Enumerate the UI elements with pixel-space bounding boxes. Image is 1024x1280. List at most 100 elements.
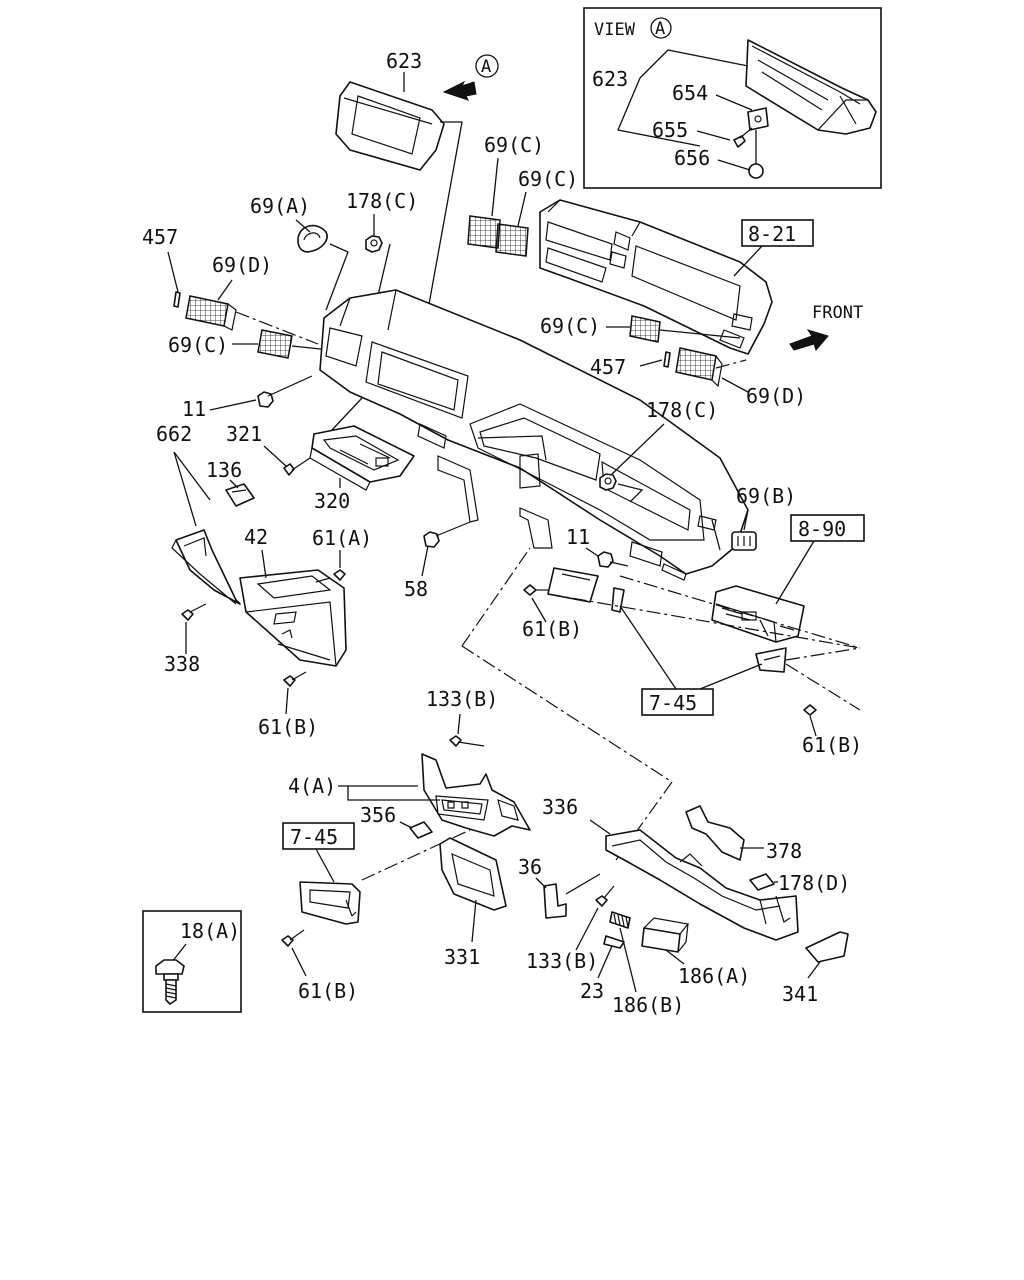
dashboard-main — [319, 289, 749, 581]
cover-623 — [335, 81, 445, 171]
spring-186b — [609, 911, 631, 929]
inset-18a: 18(A) — [142, 910, 242, 1013]
label-61b-mid: 61(B) — [522, 617, 582, 641]
label-457-right: 457 — [590, 355, 626, 379]
label-69c-top1: 69(C) — [484, 133, 544, 157]
center-panel-4a — [421, 753, 531, 837]
inset-bracket-654 — [747, 107, 769, 131]
screw-58 — [423, 521, 471, 548]
view-a-title: VIEW — [594, 20, 636, 40]
lower-cover-662 — [171, 529, 241, 605]
nut-178c-mid — [599, 473, 617, 491]
label-336: 336 — [542, 795, 578, 819]
pocket-320 — [309, 425, 415, 491]
screw-61b-left — [283, 675, 296, 687]
screw-11-mid — [597, 551, 629, 568]
label-61b-bottom: 61(B) — [298, 979, 358, 1003]
label-69d-left: 69(D) — [212, 253, 272, 277]
label-18a: 18(A) — [180, 919, 240, 943]
clip-136 — [225, 483, 255, 507]
vent-69c-left — [257, 329, 293, 359]
label-331: 331 — [444, 945, 480, 969]
label-338: 338 — [164, 652, 200, 676]
label-623-inset: 623 — [592, 67, 628, 91]
label-186a: 186(A) — [678, 964, 750, 988]
label-178c-mid: 178(C) — [646, 398, 718, 422]
label-186b: 186(B) — [612, 993, 684, 1017]
ref-8-21: 8-21 — [748, 222, 796, 246]
bracket-378 — [685, 805, 745, 861]
label-655: 655 — [652, 118, 688, 142]
label-133b-bottom: 133(B) — [526, 949, 598, 973]
screw-61b-mid — [523, 584, 537, 596]
label-320: 320 — [314, 489, 350, 513]
inset-screw-655 — [733, 135, 746, 148]
lower-console-336 — [605, 829, 799, 941]
label-623: 623 — [386, 49, 422, 73]
vent-69c-top-right — [495, 223, 529, 257]
label-457-left: 457 — [142, 225, 178, 249]
clip-23 — [603, 935, 625, 949]
box-186a — [641, 917, 690, 953]
label-69c-right: 69(C) — [540, 314, 600, 338]
bracket-right — [755, 647, 787, 673]
inset-cover-part — [745, 39, 877, 135]
arrow-a-marker: A — [481, 57, 491, 77]
label-69c-top2: 69(C) — [518, 167, 578, 191]
cluster-hood — [539, 199, 773, 355]
bracket-mid — [547, 567, 625, 613]
label-662: 662 — [156, 422, 192, 446]
panel-341 — [805, 931, 849, 963]
clip-457-right — [663, 351, 671, 368]
clip-69b — [731, 531, 757, 551]
glove-box-42 — [239, 569, 347, 667]
bolt-icon — [155, 959, 185, 1005]
inset-nut-656 — [748, 163, 764, 179]
screw-133b-top — [449, 735, 462, 747]
knob-69a — [297, 224, 328, 253]
view-a-inset: VIEW A 623 654 655 656 — [583, 7, 882, 189]
pocket-tray — [299, 881, 361, 925]
ref-7-45-bottom: 7-45 — [290, 825, 338, 849]
label-321: 321 — [226, 422, 262, 446]
clip-356 — [409, 821, 433, 839]
label-136: 136 — [206, 458, 242, 482]
vent-69c-right — [629, 315, 661, 343]
label-178d: 178(D) — [778, 871, 850, 895]
ref-7-45-top: 7-45 — [649, 691, 697, 715]
ref-box-7-45-bottom — [282, 822, 355, 850]
label-69b: 69(B) — [736, 484, 796, 508]
label-61b-left: 61(B) — [258, 715, 318, 739]
label-178c-top: 178(C) — [346, 189, 418, 213]
ref-8-90: 8-90 — [798, 517, 846, 541]
label-42: 42 — [244, 525, 268, 549]
ref-box-7-45-top — [641, 688, 714, 716]
screw-61a — [333, 569, 346, 581]
label-656: 656 — [674, 146, 710, 170]
bracket-36 — [543, 883, 567, 919]
label-356: 356 — [360, 803, 396, 827]
arrow-a-icon — [442, 80, 477, 101]
label-11-left: 11 — [182, 397, 206, 421]
label-61a: 61(A) — [312, 526, 372, 550]
label-36: 36 — [518, 855, 542, 879]
label-69c-left: 69(C) — [168, 333, 228, 357]
clip-457-left — [173, 291, 181, 308]
ref-box-8-90 — [790, 514, 865, 542]
label-378: 378 — [766, 839, 802, 863]
label-133b-top: 133(B) — [426, 687, 498, 711]
screw-133b-bottom — [595, 895, 608, 907]
label-61b-right: 61(B) — [802, 733, 862, 757]
nut-178c-top — [365, 235, 383, 253]
label-58: 58 — [404, 577, 428, 601]
front-arrow-icon — [789, 329, 829, 351]
front-label: FRONT — [812, 303, 863, 323]
ref-box-8-21 — [741, 219, 814, 247]
view-a-marker: A — [655, 19, 665, 39]
label-11-mid: 11 — [566, 525, 590, 549]
vent-69c-top-left — [467, 215, 501, 249]
vent-69d-left — [185, 295, 237, 331]
screw-61b-right — [803, 704, 817, 716]
screw-11-left — [257, 375, 313, 408]
